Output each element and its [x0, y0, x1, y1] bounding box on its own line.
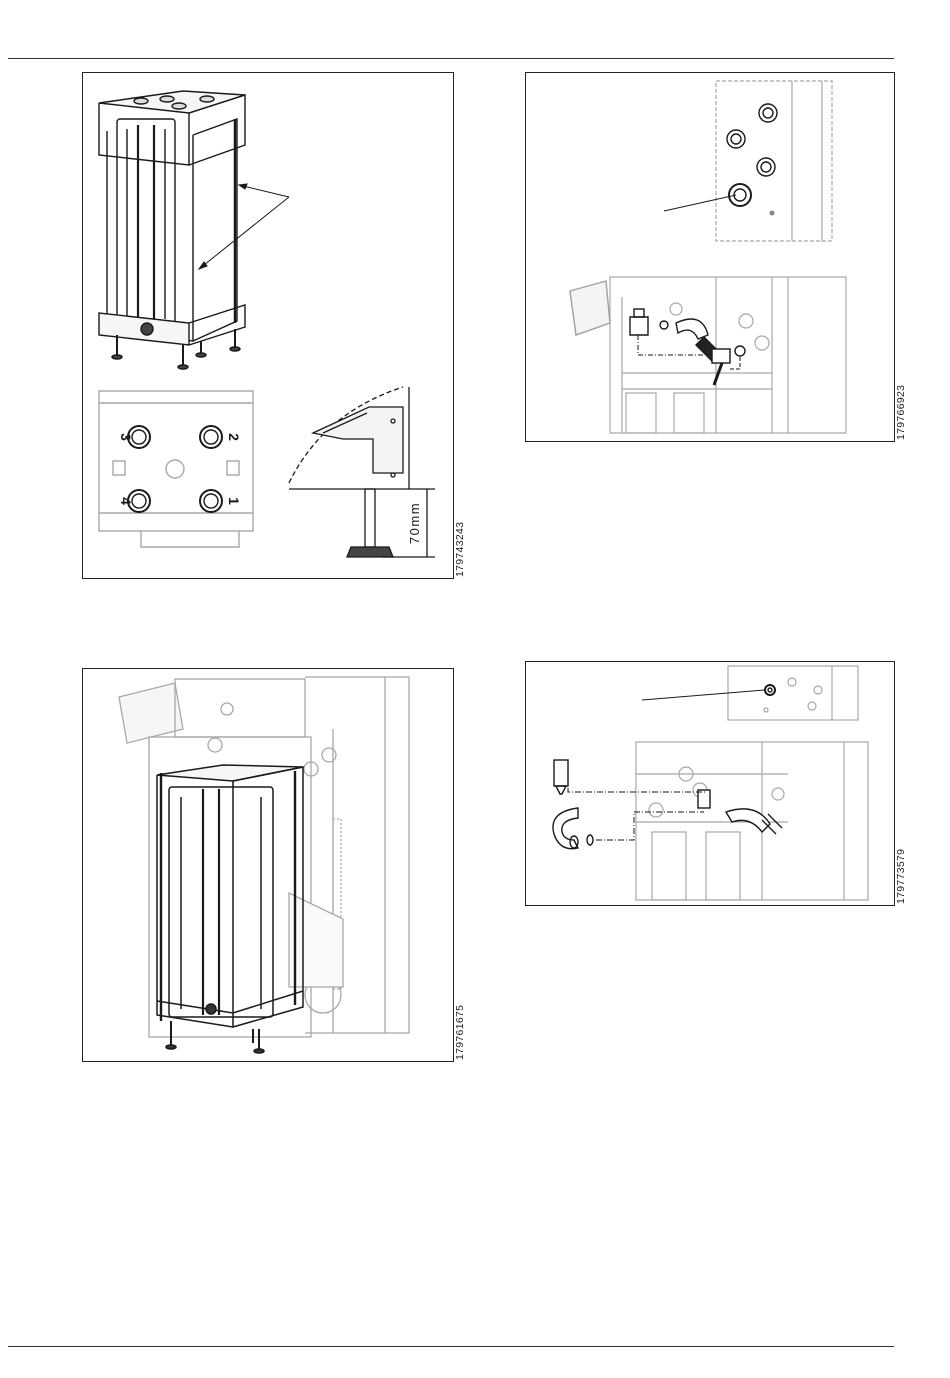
- footer-rule: [8, 1346, 894, 1347]
- callout-3: 3: [118, 433, 134, 441]
- elbow-assembly-drawing: [526, 662, 894, 905]
- figure-valve-assembly: [525, 72, 895, 442]
- valve-assembly-drawing: [526, 73, 894, 441]
- figure-id-2: 179766923: [895, 385, 907, 440]
- callout-1: 1: [226, 497, 242, 505]
- frame-assembly-drawing: 3 2 4 1 70mm: [83, 73, 453, 578]
- callout-2: 2: [226, 433, 242, 441]
- figure-frame-assembly: 3 2 4 1 70mm: [82, 72, 454, 579]
- figure-frame-in-unit: [82, 668, 454, 1062]
- figure-elbow-assembly: [525, 661, 895, 906]
- callout-4: 4: [118, 497, 134, 505]
- header-rule: [8, 58, 894, 59]
- frame-in-unit-drawing: [83, 669, 453, 1061]
- figure-id-1: 179743243: [454, 522, 466, 577]
- figure-id-3: 179761675: [454, 1005, 466, 1060]
- dimension-label: 70mm: [407, 502, 422, 544]
- figure-id-4: 179773579: [895, 849, 907, 904]
